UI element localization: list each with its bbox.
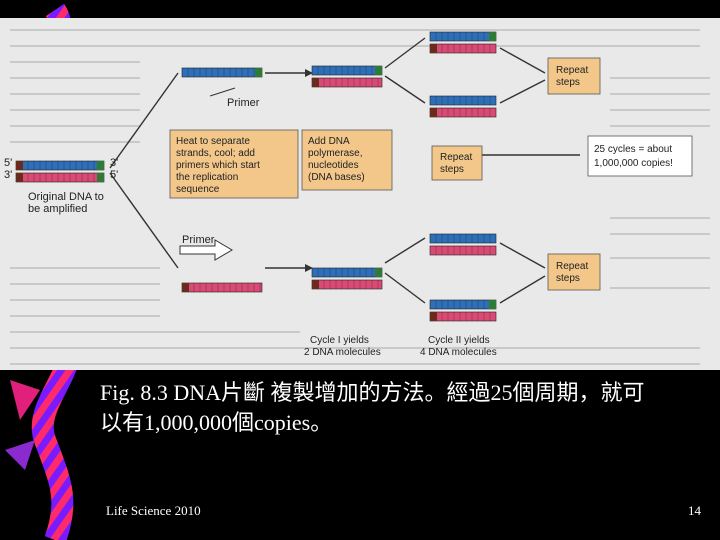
cycle2-4-parent [429,299,497,310]
cycle2-1-parent [429,31,497,42]
cycle1-bottom-new [311,279,383,290]
cycle1-top-parent [311,65,383,76]
caption-line1: Fig. 8.3 DNA片斷 複製增加的方法。經過25個周期，就可 [100,380,645,405]
three-prime-label-left: 3' [4,169,12,181]
cycles-line1: 25 cycles = about [594,144,672,155]
original-dna-label-line1: Original DNA to [28,191,104,203]
page-number: 14 [688,503,701,518]
dna-strands [15,31,497,322]
figure-caption: Fig. 8.3 DNA片斷 複製增加的方法。經過25個周期，就可 以有1,00… [100,378,700,438]
separated-strand-bottom [181,282,263,293]
cycle2-3-new [429,245,497,256]
repeat-bottom-line2: steps [556,273,580,284]
repeat-center-line2: steps [440,164,464,175]
polymerase-line2: polymerase, [308,148,362,159]
three-prime-label-right: 3' [110,157,118,169]
original-dna-label-line2: be amplified [28,203,87,215]
repeat-steps-box-top [547,57,601,95]
heat-step-box [169,129,299,199]
footer-course: Life Science 2010 [106,503,201,518]
cycle2-1-new [429,43,497,54]
heat-step-line5: sequence [176,184,220,195]
heat-step-line2: strands, cool; add [176,148,255,159]
cycle2-4-new [429,311,497,322]
heat-step-line1: Heat to separate [176,136,250,147]
primer-arrow-icon [179,239,233,261]
cycle1-label-line2: 2 DNA molecules [304,347,381,358]
original-strand-top [15,160,105,171]
primer-label-bottom: Primer [182,234,215,246]
separated-strand-top [181,67,263,78]
cycles-result-box [587,135,693,177]
cycle1-top-new [311,77,383,88]
repeat-top-line2: steps [556,77,580,88]
polymerase-step-box [301,129,393,191]
repeat-steps-box-center [431,145,483,181]
heat-step-line3: primers which start [176,160,260,171]
repeat-top-line1: Repeat [556,65,588,76]
cycle2-3-parent [429,233,497,244]
caption-line2: 以有1,000,000個copies。 [100,410,333,435]
polymerase-line4: (DNA bases) [308,172,365,183]
polymerase-line3: nucleotides [308,160,359,171]
repeat-center-line1: Repeat [440,152,472,163]
polymerase-line1: Add DNA [308,136,350,147]
cycle2-2-parent [429,95,497,106]
arrow-heads [305,69,313,272]
primer-label-top: Primer [227,97,260,109]
original-strand-bottom [15,172,105,183]
flow-arrows [109,37,580,304]
cycle2-2-new [429,107,497,118]
cycle1-bottom-parent [311,267,383,278]
primer-pointer [209,87,236,97]
pcr-diagram: 5' 3' 3' 5' Original DNA to be amplified… [0,18,720,370]
heat-step-line4: the replication [176,172,238,183]
cycle2-label-line1: Cycle II yields [428,335,490,346]
repeat-bottom-line1: Repeat [556,261,588,272]
five-prime-label-left: 5' [4,157,12,169]
cycle2-label-line2: 4 DNA molecules [420,347,497,358]
repeat-steps-box-bottom [547,253,601,291]
cycle1-label-line1: Cycle I yields [310,335,369,346]
background-text-texture [10,29,710,365]
cycles-line2: 1,000,000 copies! [594,158,673,169]
five-prime-label-right: 5' [110,169,118,181]
